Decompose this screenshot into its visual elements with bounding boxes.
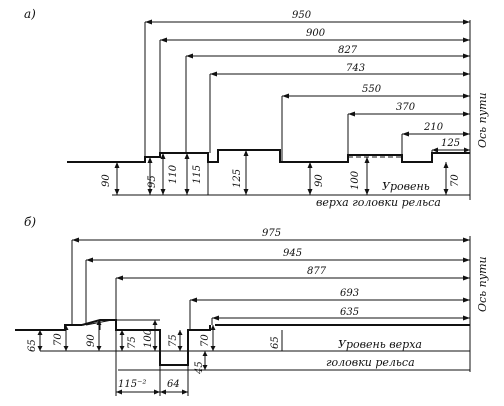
svg-text:65: 65 [270,336,281,349]
panel-b-vdim-100: 100 [116,319,160,351]
panel-a-dim-827: 827 [185,45,470,153]
panel-b-vdim-45: 45 [194,351,208,375]
panel-a-vdim-115: 115 [184,153,209,195]
svg-text:635: 635 [340,307,359,318]
panel-a: а) Ось пути 950 900 827 [24,7,489,209]
svg-text:900: 900 [306,28,326,39]
panel-b-dim-975: 975 [71,228,470,325]
panel-b: б) Ось пути 975 945 877 [15,215,489,396]
panel-a-axis-label: Ось пути [476,92,489,148]
panel-a-vdim-90-right: 90 [307,162,325,195]
panel-b-vdim-70-left: 70 [53,325,69,351]
panel-a-dim-743: 743 [209,63,470,153]
svg-text:210: 210 [423,122,444,133]
panel-b-vdim-65-left: 65 [27,330,43,352]
svg-text:75: 75 [127,336,138,349]
panel-a-vdim-70: 70 [443,162,461,195]
panel-b-dim-693: 693 [189,288,470,330]
panel-b-vdim-65-right: 65 [270,330,283,351]
svg-text:743: 743 [346,63,365,74]
panel-a-dim-210: 210 [401,122,470,162]
panel-a-dim-950: 950 [144,10,470,157]
svg-text:110: 110 [168,164,179,184]
panel-a-level-line2: верха головки рельса [316,196,441,209]
svg-text:125: 125 [441,138,460,149]
panel-a-vdim-125: 125 [232,150,249,195]
svg-text:90: 90 [86,334,97,347]
panel-a-vdim-90-left: 90 [101,162,120,195]
svg-text:100: 100 [143,328,154,348]
svg-text:64: 64 [167,379,180,390]
panel-a-vdim-95: 95 [147,157,158,195]
panel-a-level-line1: Уровень [382,180,430,193]
svg-text:115: 115 [192,165,203,184]
svg-text:975: 975 [262,228,281,239]
panel-b-dim-635: 635 [211,307,470,325]
svg-text:693: 693 [340,288,359,299]
panel-b-dim-115: 115⁻² [115,330,161,396]
panel-b-level-line1: Уровень верха [338,338,422,351]
panel-b-vdim-75: 75 [119,330,138,351]
svg-text:90: 90 [101,174,112,187]
panel-a-dim-125: 125 [431,138,470,153]
panel-b-label: б) [24,215,36,229]
svg-text:125: 125 [232,169,243,188]
svg-text:90: 90 [314,174,325,187]
panel-b-dim-877: 877 [115,266,470,320]
panel-a-profile [67,149,470,163]
panel-b-dim-945: 945 [85,248,470,325]
panel-b-vdim-90: 90 [86,320,102,351]
panel-b-level-line2: головки рельса [326,356,415,369]
svg-text:75: 75 [168,334,179,347]
svg-text:45: 45 [194,361,205,375]
panel-b-vdim-70-right: 70 [200,325,216,351]
panel-a-vdim-110: 110 [160,153,179,195]
svg-text:550: 550 [362,84,382,95]
panel-b-dim-64: 64 [160,365,189,396]
svg-text:945: 945 [283,248,302,259]
panel-a-dim-550: 550 [281,84,470,162]
svg-text:70: 70 [53,333,64,346]
panel-a-dim-370: 370 [347,102,470,155]
panel-a-dim-900: 900 [159,28,470,153]
panel-a-vdim-100: 100 [350,157,370,195]
panel-b-axis-label: Ось пути [476,256,489,312]
svg-text:950: 950 [292,10,312,21]
svg-text:370: 370 [396,102,416,113]
panel-b-vdim-75-mid: 75 [168,330,183,351]
svg-text:65: 65 [27,339,38,352]
svg-text:70: 70 [200,334,211,347]
svg-text:827: 827 [338,45,358,56]
svg-text:95: 95 [147,175,158,188]
svg-text:115⁻²: 115⁻² [118,379,146,390]
svg-text:70: 70 [450,174,461,187]
panel-a-label: а) [24,7,36,21]
svg-text:877: 877 [307,266,327,277]
svg-text:100: 100 [350,170,361,190]
